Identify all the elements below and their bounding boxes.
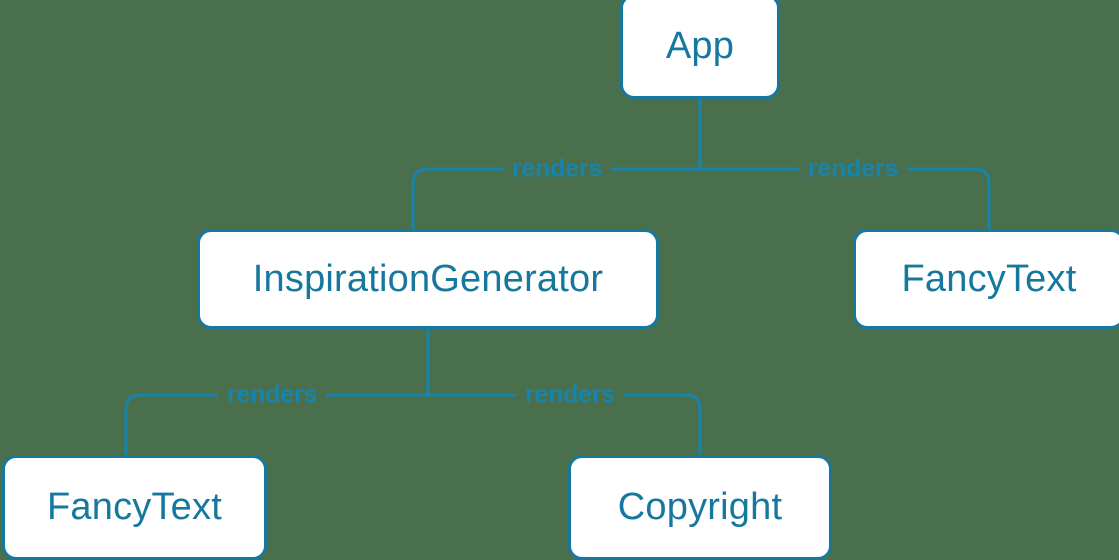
node-label-fancytext-right: FancyText bbox=[901, 257, 1077, 300]
node-label-copyright: Copyright bbox=[617, 486, 783, 528]
node-copyright[interactable]: Copyright bbox=[568, 455, 832, 560]
edge-label-inspiration-generator-to-fancytext-bottom: renders bbox=[217, 382, 327, 408]
node-label-app: App bbox=[665, 25, 735, 67]
node-inspiration-generator[interactable]: InspirationGenerator bbox=[197, 229, 659, 329]
node-label-fancytext-bottom: FancyText bbox=[47, 486, 222, 528]
node-fancytext-bottom[interactable]: FancyText bbox=[2, 455, 267, 560]
node-fancytext-right[interactable]: FancyText bbox=[853, 229, 1119, 329]
edge-label-app-to-fancytext-right: renders bbox=[798, 156, 908, 182]
node-app[interactable]: App bbox=[620, 0, 780, 99]
edge-label-app-to-inspiration-generator: renders bbox=[502, 156, 612, 182]
node-label-inspiration-generator: InspirationGenerator bbox=[252, 257, 604, 300]
edge-label-inspiration-generator-to-copyright: renders bbox=[515, 382, 625, 408]
